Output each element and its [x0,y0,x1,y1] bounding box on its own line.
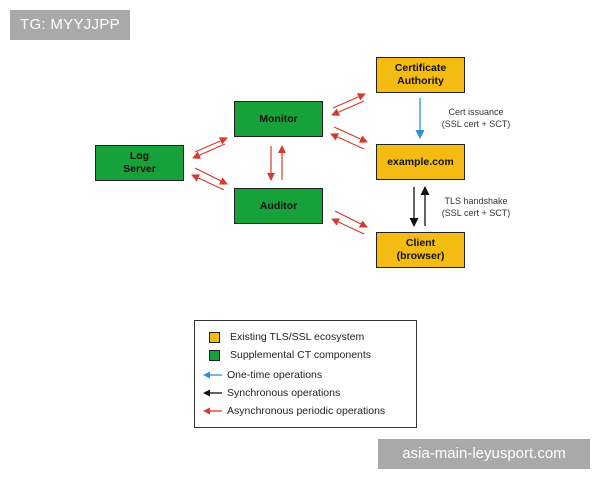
async-arrow-example-to-monitor [330,133,365,150]
async-arrow-monitor-to-log [192,143,226,159]
tls-handshake-note: TLS handshake (SSL cert + SCT) [441,196,511,218]
monitor-node: Monitor [234,101,323,137]
async-arrow-auditor-to-log [191,174,225,191]
legend-row-supplemental: Supplemental CT components [209,347,371,363]
example-com-node: example.com [376,144,465,180]
legend-row-existing: Existing TLS/SSL ecosystem [209,329,364,345]
client-browser-node: Client (browser) [376,232,465,268]
legend-existing-label: Existing TLS/SSL ecosystem [230,331,365,343]
async-arrow-auditor-to-client [334,210,368,228]
certificate-authority-node: Certificate Authority [376,57,465,93]
async-arrow-monitor-to-example [333,126,368,143]
legend-row-one-time: One-time operations [201,367,322,383]
watermark-label: asia-main-leyusport.com [378,439,590,469]
yellow-swatch-icon [209,331,220,343]
legend: Existing TLS/SSL ecosystem Supplemental … [194,320,417,428]
legend-one-time-label: One-time operations [227,369,323,381]
auditor-node: Auditor [234,188,323,224]
legend-asynchronous-label: Asynchronous periodic operations [227,405,386,417]
cert-issuance-note: Cert issuance (SSL cert + SCT) [441,107,511,129]
async-arrow-client-to-auditor [331,218,365,235]
async-arrow-monitor-to-ca [332,93,366,109]
legend-synchronous-label: Synchronous operations [227,387,341,399]
async-arrow-log-to-auditor [194,167,228,185]
legend-supplemental-label: Supplemental CT components [230,349,372,361]
red-arrow-icon [203,407,222,415]
legend-row-asynchronous: Asynchronous periodic operations [201,403,385,419]
legend-row-synchronous: Synchronous operations [201,385,340,401]
black-arrow-icon [203,389,222,397]
async-arrow-log-to-monitor [194,137,228,153]
tg-label: TG: MYYJJPP [10,10,130,40]
green-swatch-icon [209,349,220,361]
log-server-node: Log Server [95,145,184,181]
blue-arrow-icon [203,371,222,379]
async-arrow-ca-to-monitor [331,100,365,116]
